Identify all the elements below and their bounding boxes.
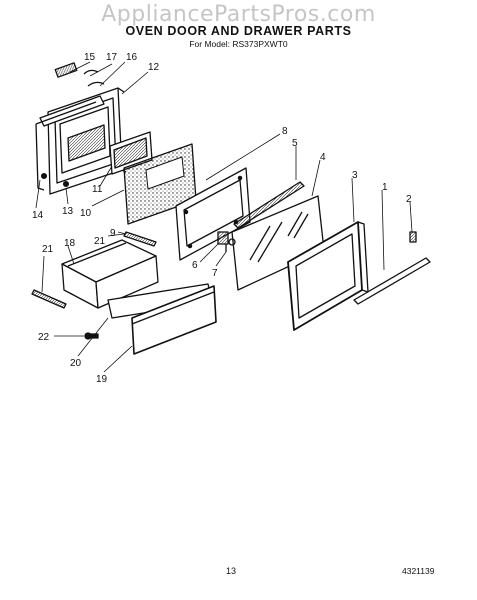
watermark: AppliancePartsPros.com [101, 2, 376, 27]
page-number: 13 [226, 566, 237, 576]
document-number: 4321139 [402, 566, 435, 576]
callout-15: 15 [84, 52, 96, 63]
callout-13: 13 [62, 206, 74, 217]
callout-2: 2 [406, 194, 412, 205]
page-title: OVEN DOOR AND DRAWER PARTS [125, 24, 352, 38]
callout-11: 11 [92, 184, 103, 195]
leader-lines [35, 61, 413, 373]
callout-6: 6 [192, 260, 198, 271]
part-drawer-screw [84, 332, 99, 340]
callout-8: 8 [282, 126, 288, 137]
callout-labels: 15 17 16 12 14 13 10 11 8 5 4 3 1 2 9 6 … [32, 52, 412, 385]
part-drawer-front [131, 285, 217, 355]
part-outer-door-frame [287, 221, 369, 331]
callout-14: 14 [32, 210, 44, 221]
callout-16: 16 [126, 52, 138, 63]
callout-12: 12 [148, 62, 160, 73]
callout-21-upper: 21 [94, 236, 106, 247]
callout-18: 18 [64, 238, 76, 249]
callout-9: 9 [110, 228, 116, 239]
callout-10: 10 [80, 208, 92, 219]
callout-19: 19 [96, 374, 108, 385]
part-drawer-slide-upper [123, 231, 157, 247]
callout-20: 20 [70, 358, 82, 369]
callout-21-lower: 21 [42, 244, 54, 255]
part-drawer-body [61, 239, 159, 309]
part-outer-glass [231, 195, 325, 291]
callout-17: 17 [106, 52, 118, 63]
callout-1: 1 [382, 182, 388, 193]
part-frame-screws [40, 172, 70, 188]
callout-5: 5 [292, 138, 298, 149]
callout-7: 7 [212, 268, 218, 279]
part-hinge [217, 231, 236, 252]
part-door-strip [233, 181, 305, 229]
model-line: For Model: RS373PXWT0 [189, 39, 288, 49]
callout-22: 22 [38, 332, 50, 343]
part-drawer-slide-lower [31, 289, 67, 309]
callout-3: 3 [352, 170, 358, 181]
part-door-handle [353, 257, 431, 305]
part-handle-screw [409, 231, 417, 243]
callout-4: 4 [320, 152, 326, 163]
